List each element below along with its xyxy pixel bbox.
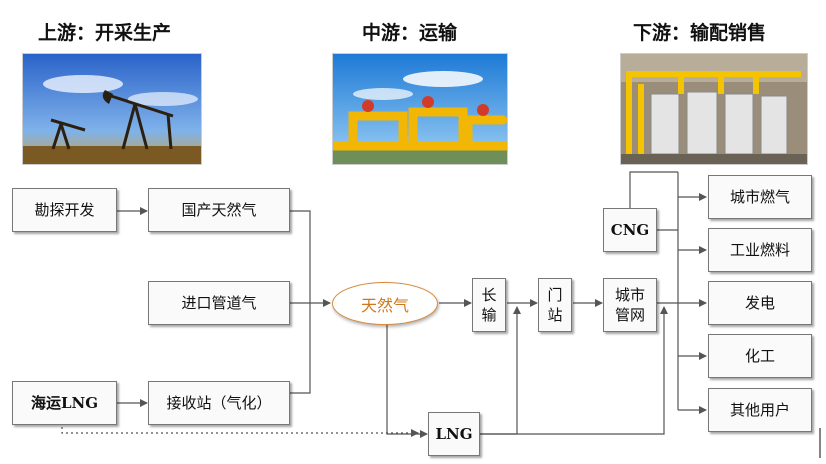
node-sea-lng: 海运LNG [12,381,117,425]
node-lng: LNG [428,412,480,456]
node-city-network: 城市管网 [603,278,657,332]
oil-field-photo [22,53,202,165]
node-domestic-gas: 国产天然气 [148,188,290,232]
node-natural-gas: 天然气 [332,282,438,325]
node-long-transport: 长输 [472,278,506,332]
end-use-chemical: 化工 [708,334,812,378]
node-cng: CNG [603,208,657,252]
pipeline-photo [332,53,508,165]
end-use-city-gas: 城市燃气 [708,175,812,219]
end-use-other: 其他用户 [708,388,812,432]
distribution-photo [620,53,808,165]
node-gate-station: 门站 [538,278,572,332]
end-use-industrial-fuel: 工业燃料 [708,228,812,272]
end-use-power: 发电 [708,281,812,325]
stage-title-downstream: 下游：输配销售 [633,22,767,44]
node-import-pipeline: 进口管道气 [148,281,290,325]
node-receiving-station: 接收站（气化） [148,381,290,425]
stage-title-upstream: 上游：开采生产 [38,22,172,44]
node-exploration: 勘探开发 [12,188,117,232]
stage-title-midstream: 中游：运输 [362,22,458,44]
